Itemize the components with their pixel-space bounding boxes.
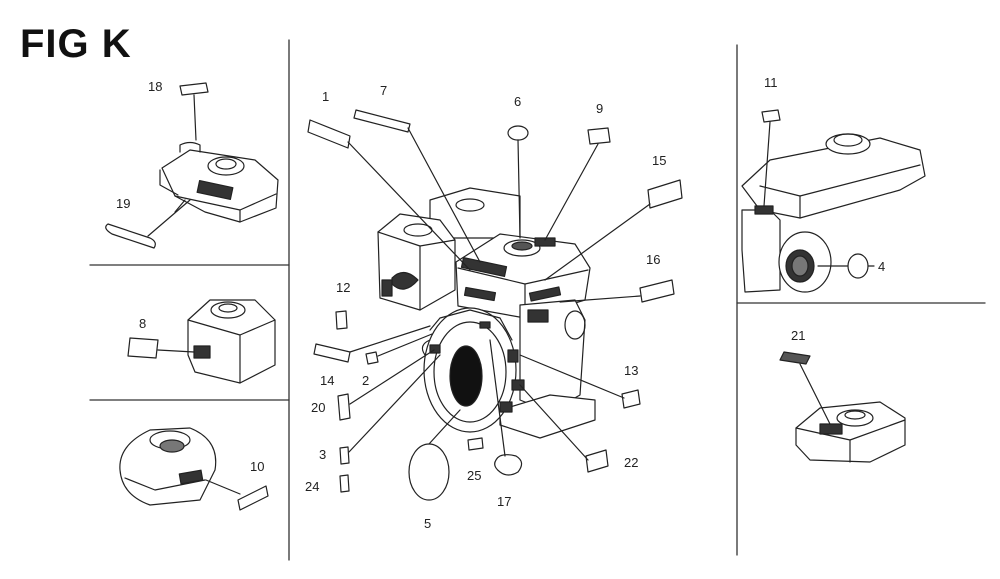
figure-title: FIG K [20,22,132,66]
engine-illustration [377,187,596,439]
decal-5 [408,409,461,501]
callout-20: 20 [311,400,326,415]
callout-5: 5 [424,516,432,531]
callout-21: 21 [791,328,806,343]
decal-9 [544,127,611,241]
decal-19 [105,199,191,249]
air-cleaner-bottom-illustration [119,427,217,506]
fuel-tank-bottom-right-illustration [795,401,906,463]
decal-6 [507,125,529,239]
callout-14: 14 [320,373,335,388]
callout-6: 6 [514,94,522,109]
decal-10 [205,479,269,511]
callout-11: 11 [764,75,778,90]
decal-20 [337,349,435,421]
decal-11 [761,109,781,207]
callout-24: 24 [305,479,320,494]
callout-7: 7 [380,83,388,98]
decal-13 [519,354,641,409]
air-cleaner-top-illustration [159,141,279,223]
decal-22 [519,384,609,473]
decal-16 [559,279,675,303]
callout-18: 18 [148,79,163,94]
panel-dividers [89,39,986,561]
callout-17: 17 [497,494,512,509]
callout-8: 8 [139,316,147,331]
callout-4: 4 [878,259,886,274]
decal-24 [339,474,350,493]
callout-16: 16 [646,252,661,267]
callout-10: 10 [250,459,265,474]
callout-2: 2 [362,373,370,388]
callout-22: 22 [624,455,639,470]
decal-21 [779,351,831,425]
decal-18 [179,82,209,141]
decal-15 [544,179,683,281]
callout-3: 3 [319,447,327,462]
callout-1: 1 [322,89,330,104]
decal-17 [489,339,523,476]
decal-3 [339,354,441,465]
decal-25 [467,437,484,451]
callout-15: 15 [652,153,667,168]
callout-13: 13 [624,363,639,378]
callout-25: 25 [467,468,482,483]
decal-1 [307,119,471,271]
decal-4 [817,253,875,279]
air-cleaner-middle-illustration [187,299,276,384]
decal-7 [353,109,481,263]
decal-2 [365,333,433,365]
callout-12: 12 [336,280,351,295]
callout-19: 19 [116,196,131,211]
fuel-tank-right-illustration [741,133,926,293]
decal-12 [335,310,348,330]
decal-14 [313,325,431,363]
callout-9: 9 [596,101,604,116]
decal-8 [127,337,195,359]
